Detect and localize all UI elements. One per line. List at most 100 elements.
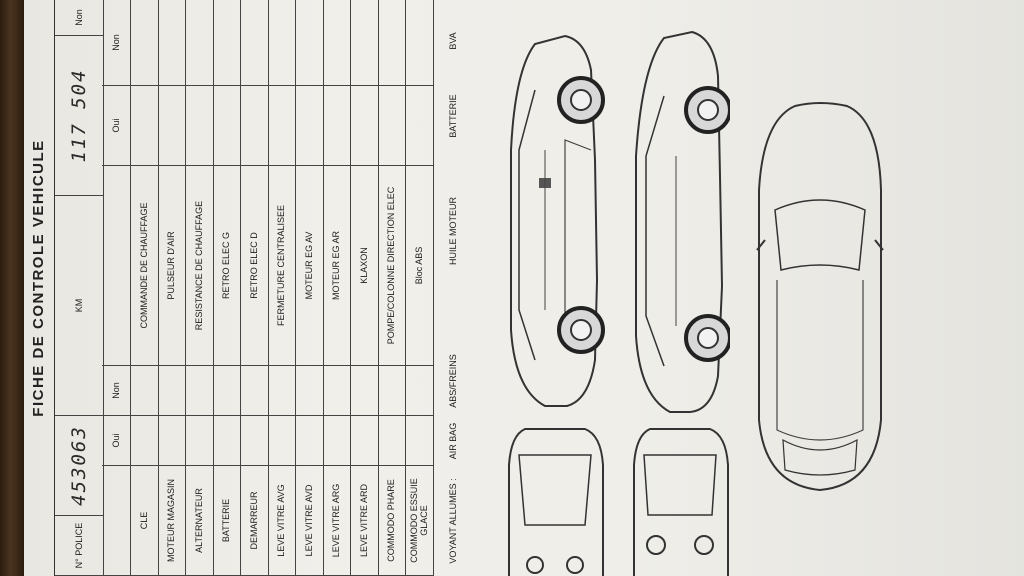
left-non-box[interactable]: [377, 366, 405, 416]
right-non-box[interactable]: [185, 0, 213, 86]
left-item-label: DEMARREUR: [240, 466, 268, 576]
left-non-box[interactable]: [350, 366, 378, 416]
right-non-box[interactable]: [322, 0, 350, 86]
left-oui-box[interactable]: [350, 416, 378, 466]
wooden-table-edge: [0, 0, 26, 576]
checklist-row: LEVE VITRE AVD MOTEUR EG AV: [295, 0, 324, 576]
voyant-batterie[interactable]: BATTERIE: [448, 94, 458, 138]
left-item-label: LEVE VITRE ARG: [322, 466, 350, 576]
police-value[interactable]: 453063: [55, 416, 103, 516]
right-non-box[interactable]: [377, 0, 405, 86]
car-rear-view-icon: [630, 425, 730, 576]
right-item-label: MOTEUR EG AR: [322, 166, 350, 366]
right-non-box[interactable]: [295, 0, 323, 86]
right-oui-box[interactable]: [130, 86, 158, 166]
right-item-label: RETRO ELEC G: [212, 166, 240, 366]
right-item-label: RETRO ELEC D: [240, 166, 268, 366]
right-oui-box[interactable]: [212, 86, 240, 166]
right-oui-box[interactable]: [350, 86, 378, 166]
right-non-box[interactable]: [240, 0, 268, 86]
right-item-label: PULSEUR D'AIR: [157, 166, 185, 366]
car-front-view-icon: [505, 425, 605, 576]
right-oui-box[interactable]: [322, 86, 350, 166]
left-item-label: LEVE VITRE AVG: [267, 466, 295, 576]
checklist-row: LEVE VITRE ARG MOTEUR EG AR: [322, 0, 351, 576]
left-non-box[interactable]: [212, 366, 240, 416]
right-non-box[interactable]: [350, 0, 378, 86]
left-non-box[interactable]: [240, 366, 268, 416]
header-row: N° POLICE 453063 KM 117 504 Non: [54, 0, 104, 576]
checklist-row: COMMODO ESSUIE GLACE Bloc ABS: [405, 0, 434, 576]
voyant-bva[interactable]: BVA: [448, 32, 458, 50]
voyant-airbag[interactable]: AIR BAG: [448, 422, 458, 460]
km-value[interactable]: 117 504: [55, 36, 103, 196]
left-non-box[interactable]: [322, 366, 350, 416]
right-item-label: POMPE/COLONNE DIRECTION ELEC: [377, 166, 405, 366]
km-label: KM: [55, 196, 103, 416]
left-item-label: CLE: [130, 466, 158, 576]
checklist-row: COMMODO PHARE POMPE/COLONNE DIRECTION ELE…: [377, 0, 406, 576]
left-item-label: COMMODO ESSUIE GLACE: [405, 466, 433, 576]
left-oui-box[interactable]: [267, 416, 295, 466]
vehicle-control-form: FICHE DE CONTROLE VEHICULE N° POLICE 453…: [28, 0, 488, 576]
left-oui-box[interactable]: [185, 416, 213, 466]
right-item-label: Bloc ABS: [405, 166, 433, 366]
left-non-box[interactable]: [267, 366, 295, 416]
left-oui-box[interactable]: [212, 416, 240, 466]
right-oui-box[interactable]: [405, 86, 433, 166]
warning-lights-row: VOYANT ALLUMES : AIR BAG ABS/FREINS HUIL…: [436, 0, 470, 576]
left-oui-box[interactable]: [322, 416, 350, 466]
left-item-label: MOTEUR MAGASIN: [157, 466, 185, 576]
left-oui-box[interactable]: [240, 416, 268, 466]
left-oui-box[interactable]: [130, 416, 158, 466]
km-non-header: Non: [55, 0, 103, 36]
left-item-label: BATTERIE: [212, 466, 240, 576]
right-oui-box[interactable]: [240, 86, 268, 166]
left-oui-box[interactable]: [377, 416, 405, 466]
left-non-box[interactable]: [405, 366, 433, 416]
right-item-label: KLAXON: [350, 166, 378, 366]
non-header-left: Non: [102, 366, 130, 416]
left-oui-box[interactable]: [157, 416, 185, 466]
left-oui-box[interactable]: [405, 416, 433, 466]
right-oui-box[interactable]: [185, 86, 213, 166]
left-oui-box[interactable]: [295, 416, 323, 466]
left-item-label: COMMODO PHARE: [377, 466, 405, 576]
right-oui-box[interactable]: [295, 86, 323, 166]
left-item-label: LEVE VITRE AVD: [295, 466, 323, 576]
voyant-huile[interactable]: HUILE MOTEUR: [448, 197, 458, 266]
oui-header-right: Oui: [102, 86, 130, 166]
car-side-view-2-icon: [630, 26, 730, 416]
checklist-row: MOTEUR MAGASIN PULSEUR D'AIR: [157, 0, 186, 576]
left-item-label: LEVE VITRE ARD: [350, 466, 378, 576]
right-non-box[interactable]: [157, 0, 185, 86]
left-non-box[interactable]: [157, 366, 185, 416]
left-non-box[interactable]: [185, 366, 213, 416]
car-top-view-icon: [755, 100, 885, 495]
non-header-right: Non: [102, 0, 130, 86]
right-oui-box[interactable]: [157, 86, 185, 166]
right-non-box[interactable]: [267, 0, 295, 86]
checklist-row: LEVE VITRE ARD KLAXON: [350, 0, 379, 576]
blank-cell: [102, 466, 130, 576]
form-title: FICHE DE CONTROLE VEHICULE: [30, 139, 47, 417]
right-non-box[interactable]: [405, 0, 433, 86]
right-oui-box[interactable]: [267, 86, 295, 166]
right-non-box[interactable]: [130, 0, 158, 86]
right-item-label: FERMETURE CENTRALISEE: [267, 166, 295, 366]
voyant-abs[interactable]: ABS/FREINS: [448, 354, 458, 408]
checklist-row: BATTERIE RETRO ELEC G: [212, 0, 241, 576]
right-item-label: MOTEUR EG AV: [295, 166, 323, 366]
oui-header-left: Oui: [102, 416, 130, 466]
right-non-box[interactable]: [212, 0, 240, 86]
right-oui-box[interactable]: [377, 86, 405, 166]
checklist-row: LEVE VITRE AVG FERMETURE CENTRALISEE: [267, 0, 296, 576]
voyant-label: VOYANT ALLUMES :: [448, 478, 458, 564]
left-non-box[interactable]: [130, 366, 158, 416]
police-label: N° POLICE: [55, 516, 103, 576]
left-non-box[interactable]: [295, 366, 323, 416]
blank-cell: [102, 166, 130, 366]
